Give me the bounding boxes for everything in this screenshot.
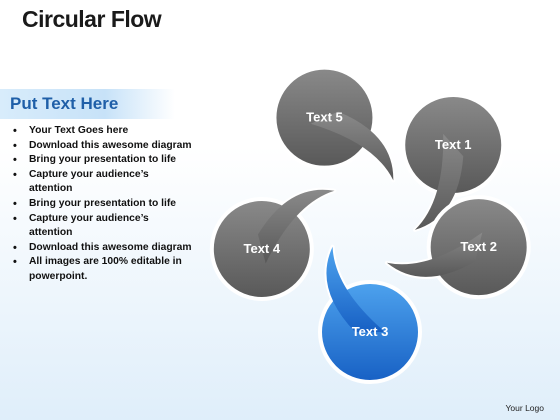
petal-3: Text 3 [318, 244, 422, 384]
bullet-item: Bring your presentation to life [12, 197, 192, 212]
footer-logo: Your Logo [505, 403, 544, 413]
petal-seam [257, 189, 335, 264]
bullet-item: Download this awesome diagram [12, 139, 192, 154]
bullet-item: Capture your audience’s attention [12, 168, 192, 197]
petal-label: Text 2 [460, 239, 497, 254]
petal-label: Text 1 [435, 137, 472, 152]
petal-label: Text 4 [244, 241, 281, 256]
petal-1: Text 1 [401, 93, 506, 232]
petal-circle [426, 195, 531, 300]
petal-2: Text 2 [384, 195, 531, 300]
petal-label: Text 5 [306, 110, 343, 125]
petal-seam [414, 133, 464, 230]
bullet-item: Your Text Goes here [12, 124, 192, 139]
petal-4: Text 4 [209, 187, 337, 301]
petal-5: Text 5 [272, 65, 396, 183]
petal-label: Text 3 [352, 324, 389, 339]
bullet-list: Your Text Goes here Download this awesom… [12, 124, 192, 285]
petal-seam [310, 111, 394, 181]
slide-title: Circular Flow [22, 6, 162, 32]
bullet-item: Download this awesome diagram [12, 241, 192, 256]
panel-header: Put Text Here [0, 89, 175, 119]
panel-heading: Put Text Here [10, 94, 119, 113]
petal-seam [386, 232, 483, 277]
bullet-item: All images are 100% editable in powerpoi… [12, 255, 192, 284]
bullet-item: Capture your audience’s attention [12, 212, 192, 241]
petal-seam [326, 246, 385, 332]
bullet-item: Bring your presentation to life [12, 153, 192, 168]
